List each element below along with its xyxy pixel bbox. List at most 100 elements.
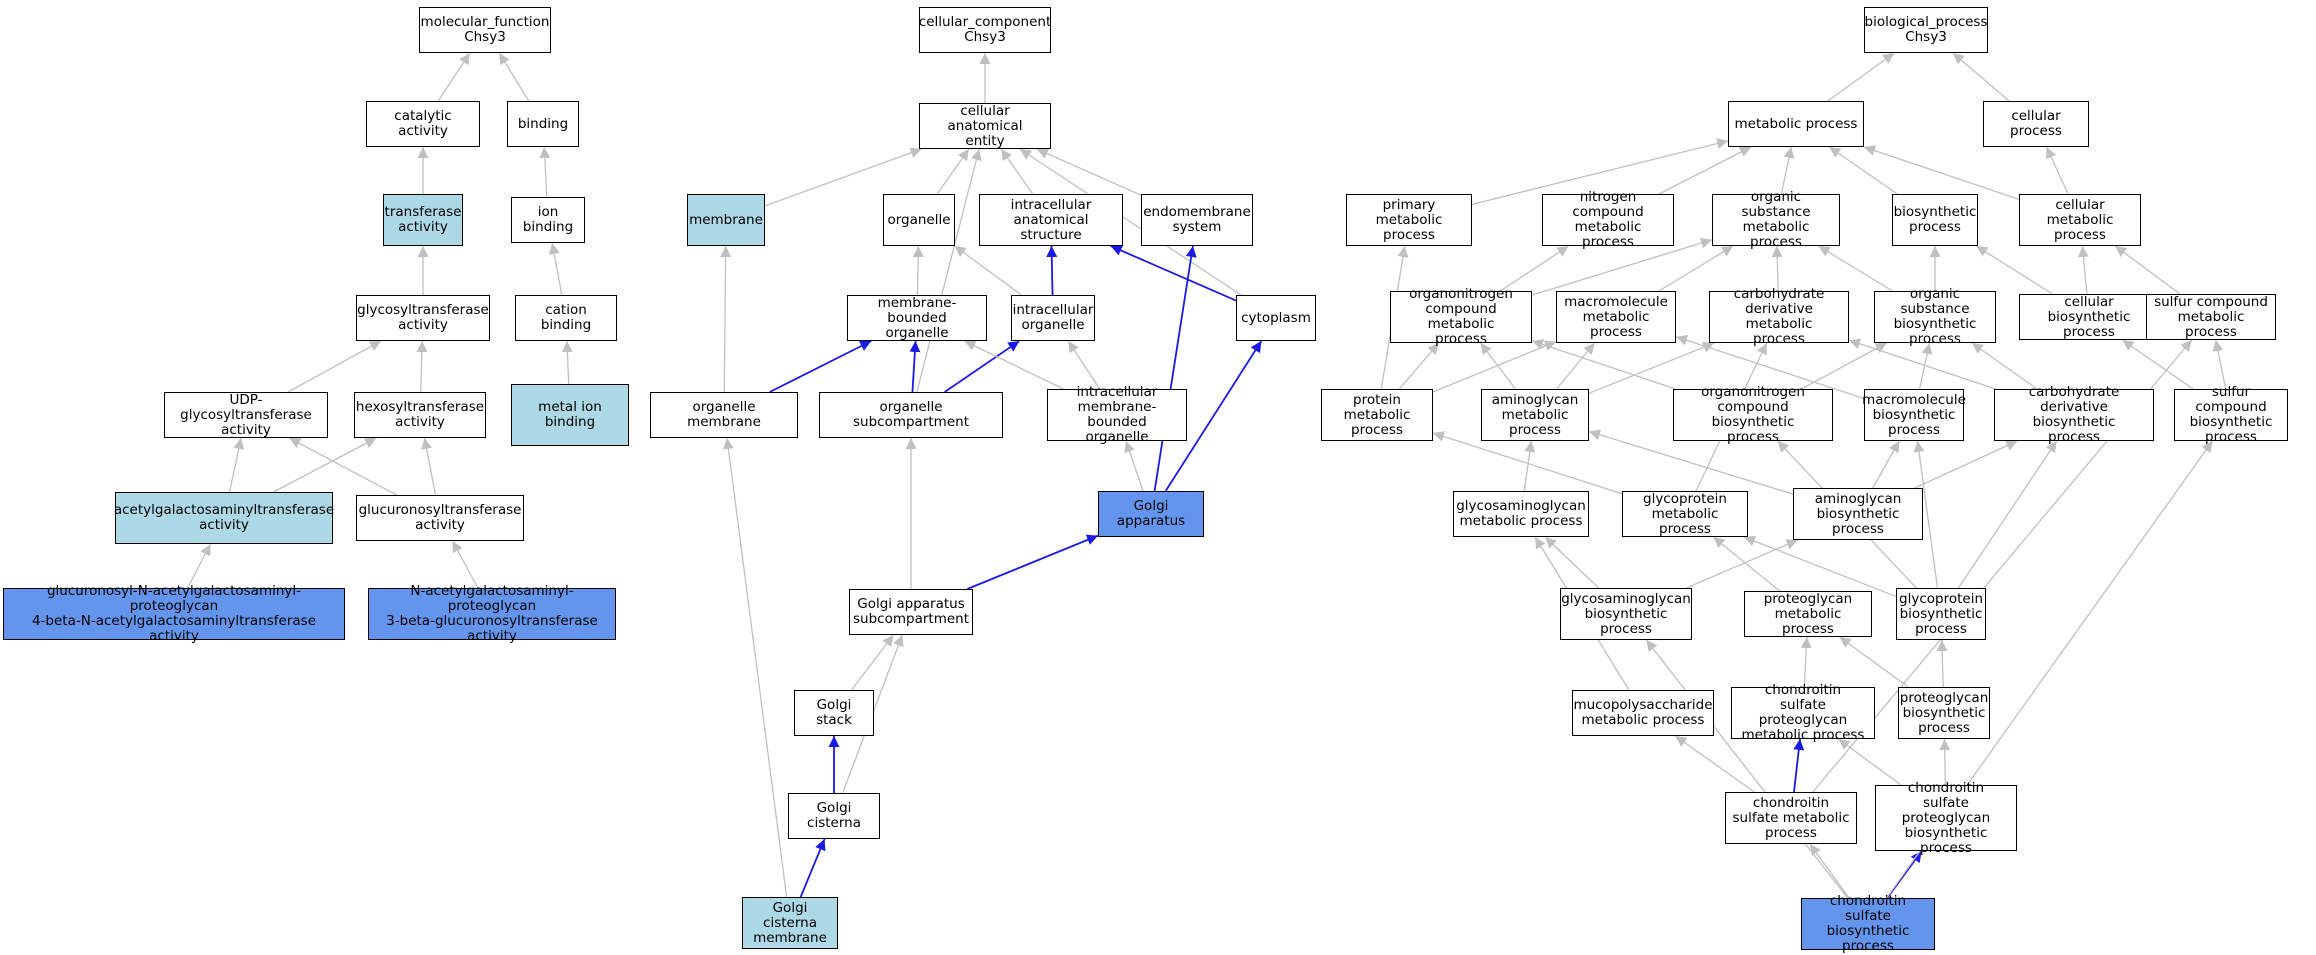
- node-cellular-process[interactable]: cellular process: [1983, 101, 2089, 147]
- node-abp[interactable]: aminoglycan biosynthetic process: [1793, 488, 1923, 540]
- node-mmp[interactable]: macromolecule metabolic process: [1556, 291, 1676, 343]
- edge-golgi-to-endomembrane: [1153, 245, 1197, 492]
- node-ion-binding[interactable]: ion binding: [511, 197, 585, 243]
- node-scmp[interactable]: sulfur compound metabolic process: [2146, 294, 2276, 340]
- node-golgi[interactable]: Golgi apparatus: [1098, 491, 1204, 537]
- edge-nitrogen-to-metabolic: [1658, 146, 1752, 195]
- edge-io-to-organelle: [954, 245, 1022, 296]
- node-pgbp[interactable]: proteoglycan biosynthetic process: [1898, 687, 1990, 739]
- edge-catalytic-to-mf: [437, 52, 471, 102]
- node-osbp[interactable]: organic substance biosynthetic process: [1874, 287, 1996, 347]
- edge-pmp-to-mmp: [1432, 340, 1557, 393]
- node-cae[interactable]: cellular anatomical entity: [919, 103, 1051, 149]
- edge-nag-to-glucuronosyl: [451, 540, 479, 589]
- node-endomembrane[interactable]: endomembrane system: [1141, 194, 1253, 246]
- node-bp[interactable]: biological_process Chsy3: [1864, 7, 1988, 53]
- node-mbo[interactable]: membrane-bounded organelle: [847, 295, 987, 341]
- edge-cdbp-to-cdmp: [1848, 338, 1996, 390]
- node-binding[interactable]: binding: [507, 101, 579, 147]
- node-glycosyltransferase[interactable]: glycosyltransferase activity: [356, 295, 490, 341]
- node-cc[interactable]: cellular_component Chsy3: [919, 7, 1051, 53]
- edge-cdbp-to-osbp: [1971, 342, 2038, 390]
- node-hexosyl[interactable]: hexosyltransferase activity: [354, 392, 486, 438]
- node-io[interactable]: intracellular organelle: [1011, 295, 1095, 341]
- node-oncbp[interactable]: organonitrogen compound biosynthetic pro…: [1673, 385, 1833, 445]
- edge-csmp-to-mpsmp: [1675, 735, 1755, 793]
- edge-mbp-to-mmp: [1675, 334, 1865, 400]
- edge-gpmp-to-pmp: [1432, 431, 1623, 495]
- edge-acetylgal-to-udp_glyco: [228, 437, 245, 493]
- edge-org_membrane-to-membrane: [720, 245, 732, 393]
- edge-golgi_cm-to-golgi_cisterna: [799, 838, 826, 898]
- node-mf[interactable]: molecular_function Chsy3: [419, 7, 551, 53]
- node-gpbp[interactable]: glycoprotein biosynthetic process: [1896, 588, 1986, 640]
- node-metal-ion[interactable]: metal ion binding: [511, 384, 629, 446]
- node-cdmp[interactable]: carbohydrate derivative metabolic proces…: [1709, 287, 1849, 347]
- node-gagmp[interactable]: glycosaminoglycan metabolic process: [1453, 491, 1589, 537]
- node-imbo[interactable]: intracellular membrane-bounded organelle: [1047, 385, 1187, 445]
- edge-golgi-to-imbo: [1124, 440, 1144, 492]
- edge-golgi_sub-to-golgi: [966, 534, 1099, 590]
- node-org-membrane[interactable]: organelle membrane: [650, 392, 798, 438]
- node-organelle[interactable]: organelle: [883, 194, 955, 246]
- edge-gnac-to-acetylgal: [186, 543, 212, 589]
- edge-oncbp-to-osbp: [1800, 342, 1888, 390]
- edge-golgi_stack-to-golgi_sub: [851, 634, 894, 691]
- edge-udp_glyco-to-glycosyltransferase: [287, 340, 382, 393]
- node-org-subcomp[interactable]: organelle subcompartment: [819, 392, 1003, 438]
- node-mbp[interactable]: macromolecule biosynthetic process: [1862, 389, 1966, 441]
- edge-cbp-to-cmp: [2077, 245, 2089, 295]
- edge-gagbp-to-gagmp: [1544, 536, 1600, 589]
- node-cspmp[interactable]: chondroitin sulfate proteoglycan metabol…: [1731, 683, 1875, 743]
- edge-org_subcomp-to-mbo: [909, 340, 921, 393]
- node-golgi-cisterna[interactable]: Golgi cisterna: [788, 793, 880, 839]
- node-udp-glyco[interactable]: UDP-glycosyltransferase activity: [164, 392, 328, 438]
- node-amp[interactable]: aminoglycan metabolic process: [1481, 389, 1589, 441]
- node-transferase[interactable]: transferase activity: [383, 194, 463, 246]
- node-catalytic[interactable]: catalytic activity: [366, 101, 480, 147]
- node-cspbp[interactable]: chondroitin sulfate proteoglycan biosynt…: [1875, 780, 2017, 855]
- node-pmp[interactable]: protein metabolic process: [1321, 389, 1433, 441]
- node-osmp[interactable]: organic substance metabolic process: [1712, 190, 1840, 250]
- edge-binding-to-mf: [498, 52, 530, 102]
- node-acetylgal[interactable]: acetylgalactosaminyltransferase activity: [114, 492, 334, 544]
- node-primary[interactable]: primary metabolic process: [1346, 194, 1472, 246]
- node-scbp[interactable]: sulfur compound biosynthetic process: [2174, 385, 2288, 445]
- node-golgi-cm[interactable]: Golgi cisterna membrane: [742, 897, 838, 949]
- node-cdbp[interactable]: carbohydrate derivative biosynthetic pro…: [1994, 385, 2154, 445]
- edge-osbp-to-osmp: [1818, 245, 1893, 292]
- node-cbp[interactable]: cellular biosynthetic process: [2019, 294, 2159, 340]
- edge-glucuronosyl-to-udp_glyco: [289, 437, 397, 496]
- node-cytoplasm[interactable]: cytoplasm: [1236, 295, 1316, 341]
- node-cmp[interactable]: cellular metabolic process: [2019, 194, 2141, 246]
- node-golgi-stack[interactable]: Golgi stack: [794, 690, 874, 736]
- node-golgi-sub[interactable]: Golgi apparatus subcompartment: [849, 589, 973, 635]
- node-biosynthetic[interactable]: biosynthetic process: [1892, 194, 1978, 246]
- node-nitrogen[interactable]: nitrogen compound metabolic process: [1542, 190, 1674, 250]
- node-membrane[interactable]: membrane: [687, 194, 765, 246]
- node-mpsmp[interactable]: mucopolysaccharide metabolic process: [1572, 690, 1714, 736]
- edge-abp-to-cdbp: [1914, 440, 2018, 489]
- node-pgmp[interactable]: proteoglycan metabolic process: [1744, 591, 1872, 637]
- edge-gagbp-to-abp: [1686, 539, 1798, 589]
- node-ias[interactable]: intracellular anatomical structure: [979, 194, 1123, 246]
- node-csmp[interactable]: chondroitin sulfate metabolic process: [1725, 792, 1857, 844]
- node-gnac[interactable]: glucuronosyl-N-acetylgalactosaminyl-prot…: [3, 584, 345, 644]
- node-nag[interactable]: N-acetylgalactosaminyl-proteoglycan 3-be…: [368, 584, 616, 644]
- node-oncmp[interactable]: organonitrogen compound metabolic proces…: [1390, 287, 1532, 347]
- edge-pgbp-to-gpbp: [1936, 639, 1948, 688]
- node-glucuronosyl[interactable]: glucuronosyltransferase activity: [356, 495, 524, 541]
- node-gagbp[interactable]: glycosaminoglycan biosynthetic process: [1560, 588, 1692, 640]
- edge-oncbp-to-oncmp: [1531, 339, 1676, 390]
- edge-oncmp-to-osmp: [1531, 237, 1713, 296]
- node-csbp[interactable]: chondroitin sulfate biosynthetic process: [1801, 894, 1935, 954]
- node-metabolic[interactable]: metabolic process: [1728, 101, 1864, 147]
- edge-gpbp-to-mbp: [1913, 440, 1939, 589]
- node-gpmp[interactable]: glycoprotein metabolic process: [1622, 491, 1748, 537]
- edge-oncmp-to-nitrogen: [1500, 245, 1569, 292]
- edge-endomembrane-to-cae: [1036, 148, 1142, 196]
- edge-pgbp-to-pgmp: [1839, 636, 1909, 688]
- edge-ias-to-cae: [1000, 148, 1034, 195]
- edge-scmp-to-cmp: [2114, 245, 2181, 295]
- node-cation-binding[interactable]: cation binding: [515, 295, 617, 341]
